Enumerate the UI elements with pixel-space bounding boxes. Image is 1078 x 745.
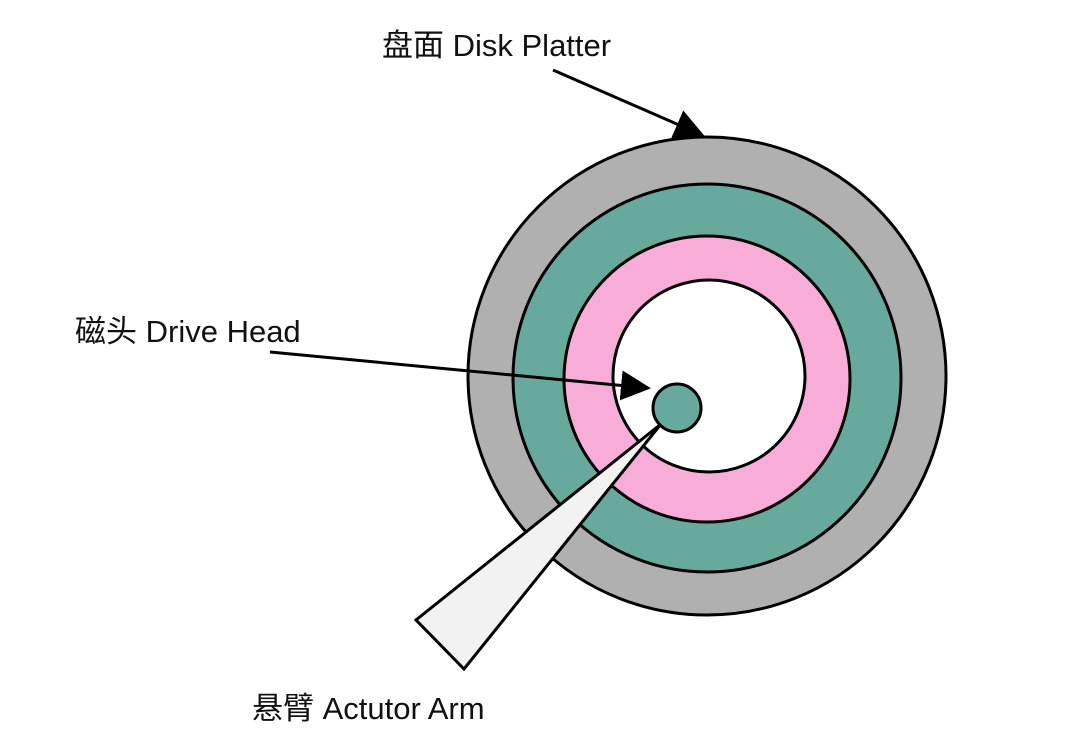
actuator-arm	[413, 422, 663, 672]
platter-label: 盘面 Disk Platter	[382, 28, 611, 63]
head-label: 磁头 Drive Head	[75, 314, 301, 349]
platter-arrow	[552, 68, 705, 138]
arm-label: 悬臂 Actutor Arm	[252, 691, 485, 726]
drive-head	[651, 382, 703, 434]
head-arrow	[269, 350, 651, 401]
